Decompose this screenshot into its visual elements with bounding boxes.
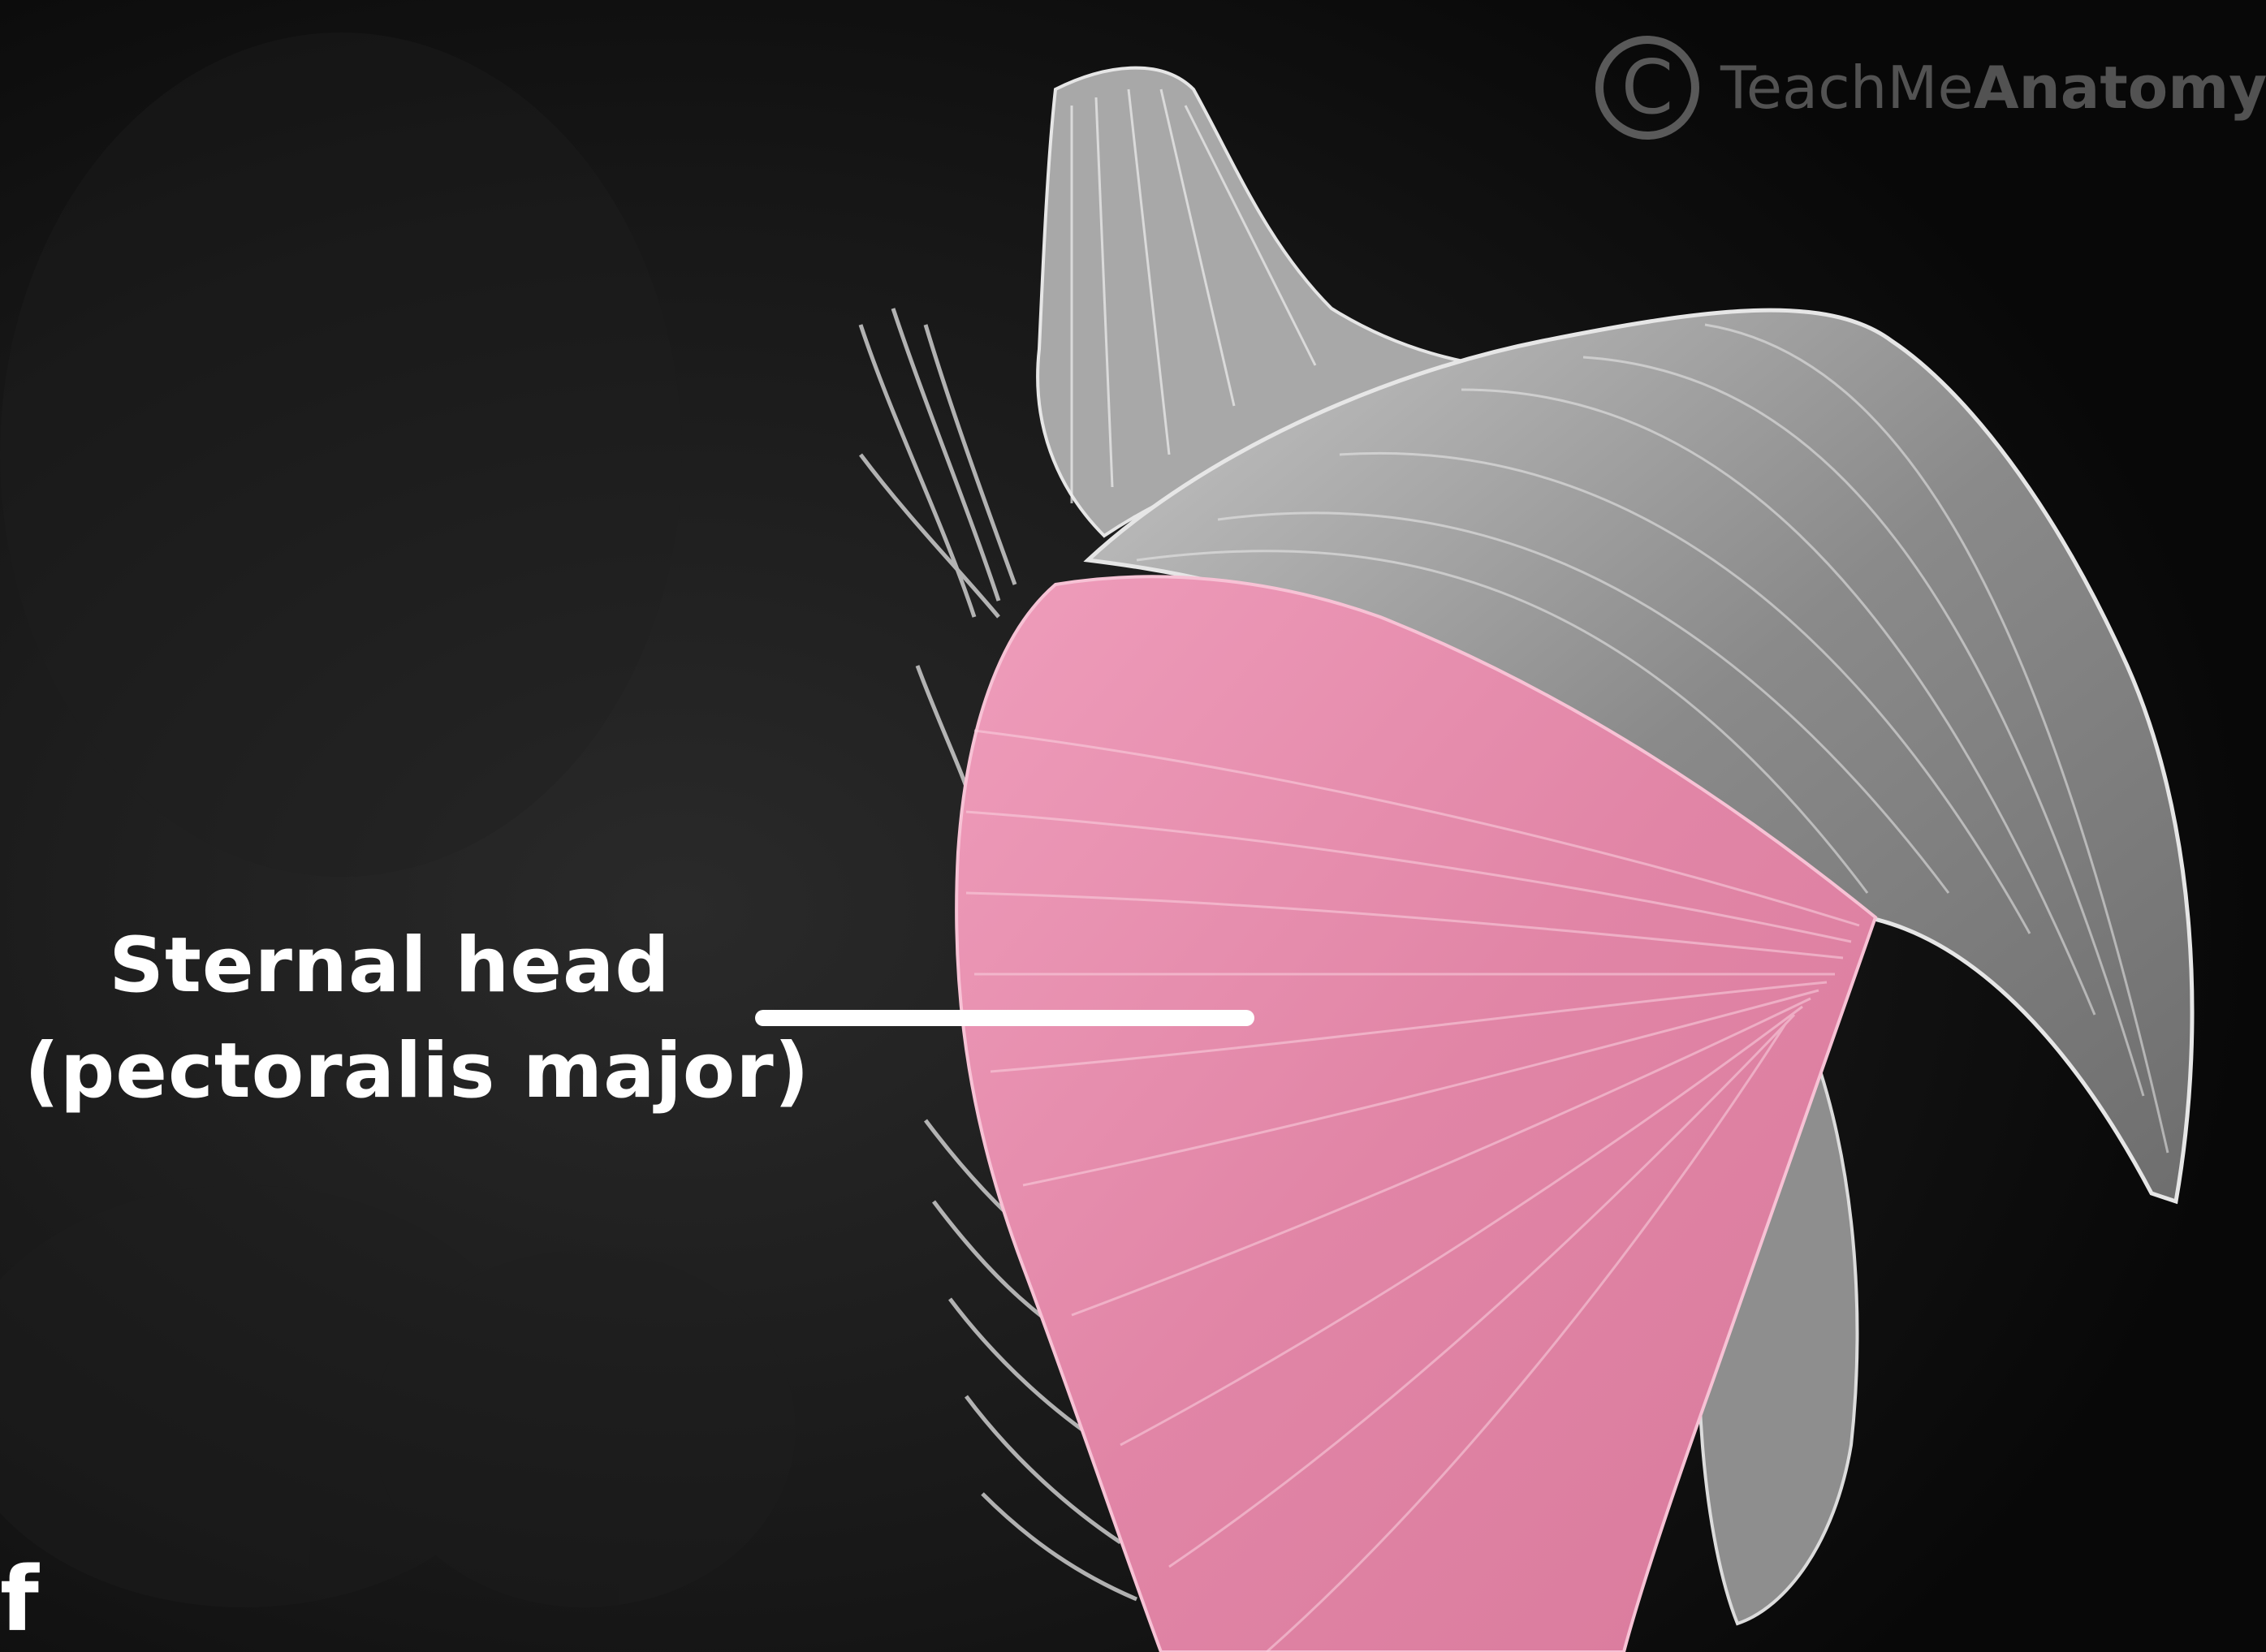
copyright-icon: C	[1595, 36, 1699, 140]
watermark-brand-bold: Anatomy	[1974, 54, 2266, 122]
muscle-label-subtitle: (pectoralis major)	[24, 1027, 755, 1115]
figure-panel-letter: f	[0, 1555, 39, 1644]
watermark-brand: TeachMeAnatomy	[1720, 54, 2266, 122]
muscle-label-title: Sternal head	[24, 921, 755, 1010]
watermark-brand-light: TeachMe	[1720, 54, 1974, 122]
teachmeanatomy-watermark: C TeachMeAnatomy	[1595, 31, 2266, 144]
